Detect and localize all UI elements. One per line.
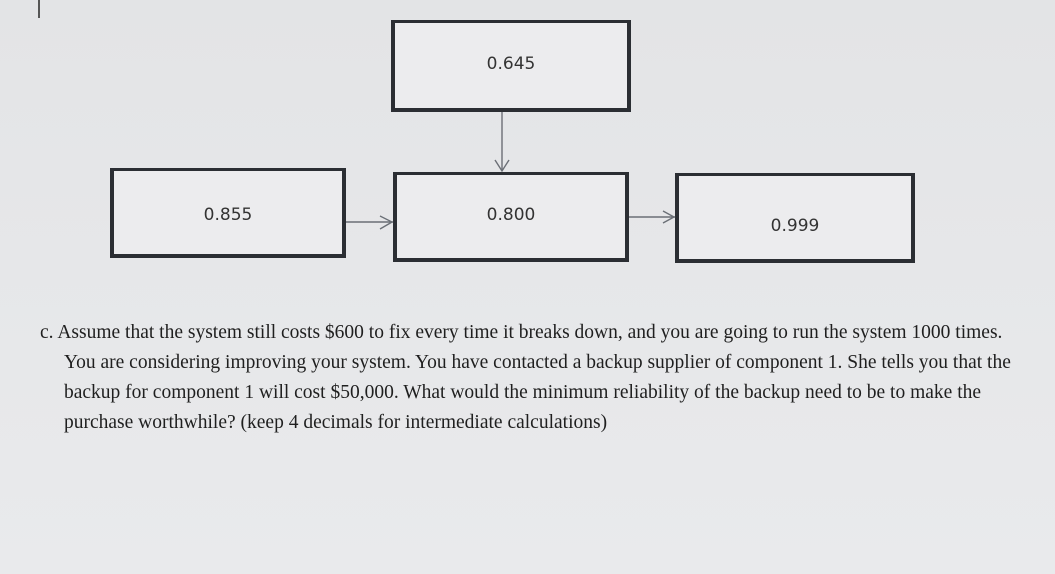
component-box-top: 0.645 xyxy=(391,20,631,112)
component-value-top: 0.645 xyxy=(486,53,536,74)
arrow-left-to-center xyxy=(346,215,394,230)
component-box-left: 0.855 xyxy=(110,168,346,258)
component-box-right: 0.999 xyxy=(675,173,915,263)
component-value-left: 0.855 xyxy=(203,204,253,225)
component-value-center: 0.800 xyxy=(486,204,536,225)
arrow-top-to-center xyxy=(494,112,510,173)
component-value-right: 0.999 xyxy=(770,215,820,236)
component-box-center: 0.800 xyxy=(393,172,629,262)
text-cursor xyxy=(38,0,40,18)
question-text: c. Assume that the system still costs $6… xyxy=(40,322,1011,433)
arrow-center-to-right xyxy=(629,210,676,224)
